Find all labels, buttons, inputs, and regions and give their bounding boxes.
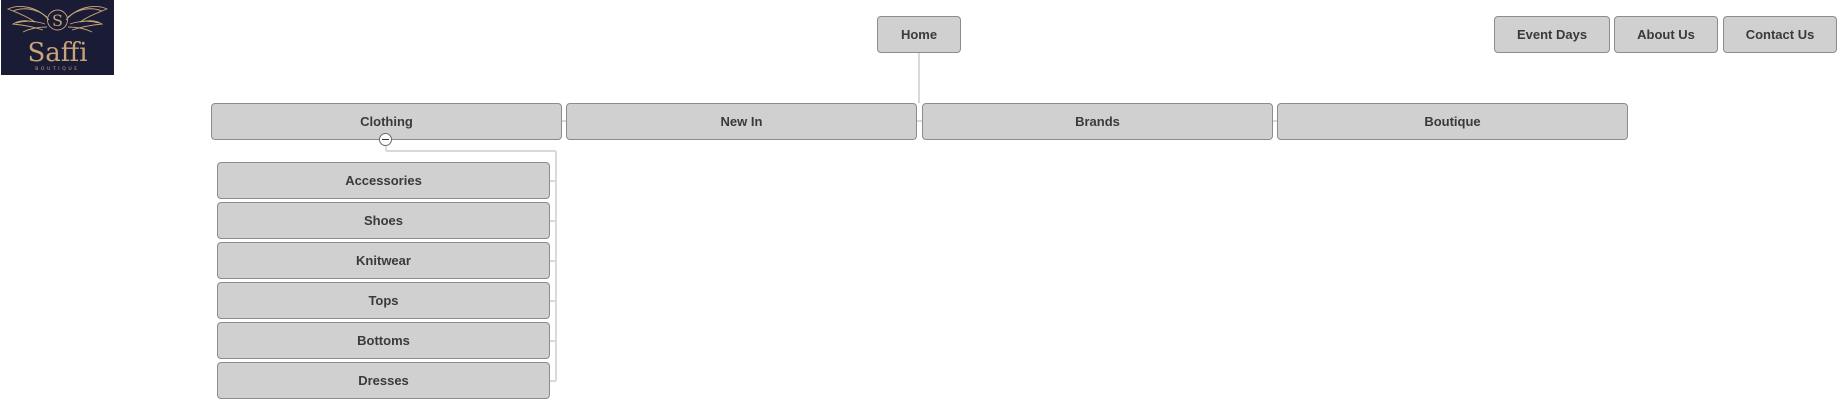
node-accessories[interactable]: Accessories xyxy=(217,162,550,199)
node-home[interactable]: Home xyxy=(877,16,961,53)
logo-brand-name: Saffi xyxy=(27,38,88,68)
node-dresses[interactable]: Dresses xyxy=(217,362,550,399)
minus-icon xyxy=(382,139,389,140)
node-bottoms[interactable]: Bottoms xyxy=(217,322,550,359)
node-new-in[interactable]: New In xyxy=(566,103,917,140)
node-boutique[interactable]: Boutique xyxy=(1277,103,1628,140)
monogram-letter: S xyxy=(52,11,63,30)
saffi-logo[interactable]: S Saffi BOUTIQUE xyxy=(1,0,114,75)
logo-tagline: BOUTIQUE xyxy=(35,67,80,72)
collapse-clothing-toggle[interactable] xyxy=(379,133,392,146)
logo-monogram: S xyxy=(52,11,63,30)
node-knitwear[interactable]: Knitwear xyxy=(217,242,550,279)
node-shoes[interactable]: Shoes xyxy=(217,202,550,239)
node-brands[interactable]: Brands xyxy=(922,103,1273,140)
node-tops[interactable]: Tops xyxy=(217,282,550,319)
winged-monogram-icon xyxy=(6,6,109,33)
node-contact-us[interactable]: Contact Us xyxy=(1723,16,1837,53)
node-event-days[interactable]: Event Days xyxy=(1494,16,1610,53)
node-about-us[interactable]: About Us xyxy=(1614,16,1718,53)
